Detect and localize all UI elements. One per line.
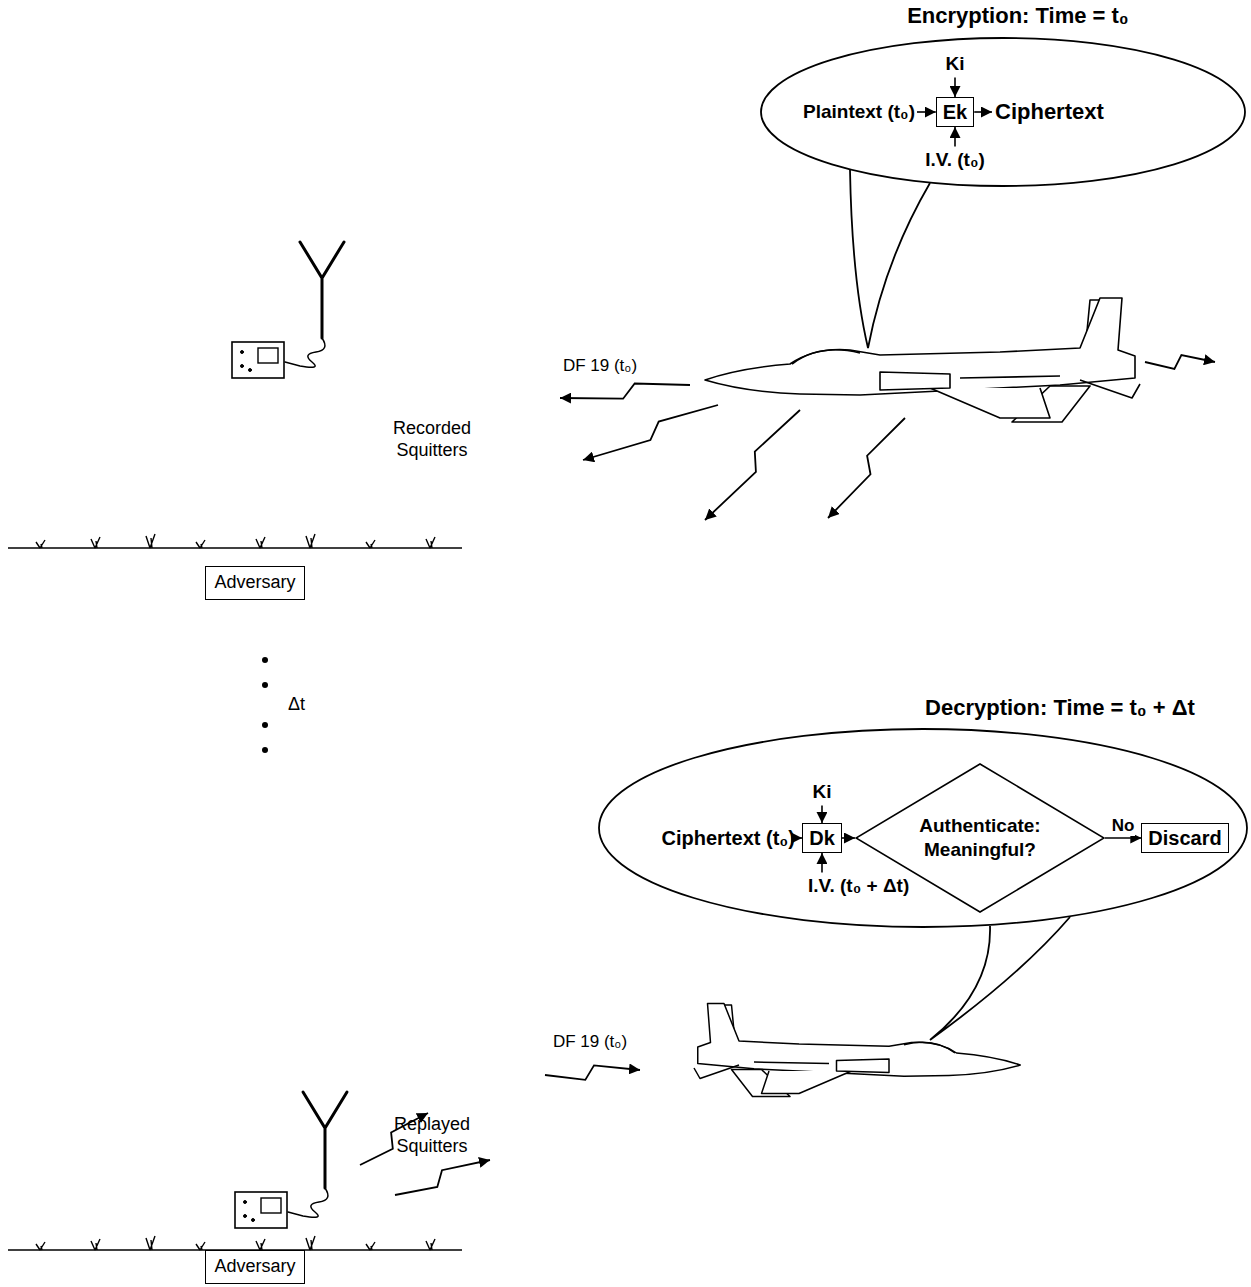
adversary-box: Adversary — [205, 1250, 304, 1284]
label-text: Ciphertext — [995, 99, 1104, 125]
box-text: Dk — [809, 827, 835, 849]
grass-tuft — [256, 1239, 265, 1250]
label-text: Δt — [288, 694, 305, 716]
bubble-tail — [850, 170, 930, 348]
grass-tuft — [366, 540, 375, 548]
process-box: Discard — [1141, 823, 1228, 853]
antenna-station — [235, 1092, 347, 1228]
bubble-tail — [930, 917, 1070, 1040]
signal-arrow — [545, 1065, 640, 1080]
label-text: DF 19 (t₀) — [553, 1032, 627, 1052]
antenna-station — [232, 242, 344, 378]
flow-arrow — [974, 111, 992, 113]
aircraft — [705, 298, 1140, 422]
label-text: Ciphertext (t₀) — [662, 826, 795, 850]
grass-tuft — [146, 1236, 155, 1250]
label-text: Ki — [813, 781, 832, 804]
grass-tuft — [306, 534, 315, 548]
box-text: Adversary — [214, 572, 295, 592]
box-text: Ek — [943, 101, 967, 123]
label-text: I.V. (t₀) — [925, 149, 985, 172]
grass-tuft — [91, 537, 100, 548]
signal-arrows — [360, 355, 1215, 1195]
signal-arrow — [560, 384, 690, 399]
label-text: Recorded Squitters — [382, 418, 482, 461]
box-text: Adversary — [214, 1256, 295, 1276]
bubble-heading: Encryption: Time = t₀ — [907, 3, 1129, 29]
diamond-text-area: Authenticate: Meaningful? — [900, 763, 1060, 913]
adversary-box: Adversary — [205, 566, 304, 600]
flow-arrow — [821, 853, 823, 873]
label-text: Plaintext (t₀) — [803, 101, 915, 124]
grass-tuft — [426, 1239, 435, 1250]
signal-arrow — [583, 405, 718, 460]
label-text: Replayed Squitters — [382, 1114, 482, 1157]
label-text: Ki — [946, 53, 965, 76]
aircraft — [694, 1004, 1020, 1097]
grass-tuft — [366, 1242, 375, 1250]
signal-arrow — [705, 410, 800, 520]
flow-arrow — [842, 837, 855, 839]
signal-arrow — [828, 418, 905, 518]
ellipsis-dots — [262, 657, 268, 753]
grass-tuft — [36, 1242, 45, 1250]
flow-arrow — [954, 77, 956, 97]
signal-arrow — [1145, 355, 1215, 369]
grass-tuft — [91, 1239, 100, 1250]
decision-text: Authenticate: Meaningful? — [900, 814, 1060, 862]
flow-arrow — [1105, 837, 1141, 839]
grass-tuft — [196, 540, 205, 548]
process-box: Dk — [802, 823, 842, 853]
grass-tuft — [146, 534, 155, 548]
ellipse-outline — [761, 38, 1245, 186]
edge-label: No — [1111, 816, 1136, 836]
grass-tuft — [306, 1236, 315, 1250]
label-text: DF 19 (t₀) — [563, 356, 637, 376]
flow-arrow — [821, 805, 823, 823]
grass-tuft — [36, 540, 45, 548]
grass-tuft — [256, 537, 265, 548]
process-box: Ek — [936, 97, 974, 127]
flow-arrow — [917, 111, 936, 113]
grass-tuft — [196, 1242, 205, 1250]
ground — [8, 534, 462, 1250]
grass-tuft — [426, 537, 435, 548]
label-text: I.V. (t₀ + Δt) — [808, 875, 909, 898]
box-text: Discard — [1148, 827, 1221, 849]
bubble-heading: Decryption: Time = t₀ + Δt — [925, 695, 1195, 721]
signal-arrow — [395, 1160, 490, 1195]
ellipse-outline — [599, 729, 1247, 927]
flow-arrow — [954, 127, 956, 147]
